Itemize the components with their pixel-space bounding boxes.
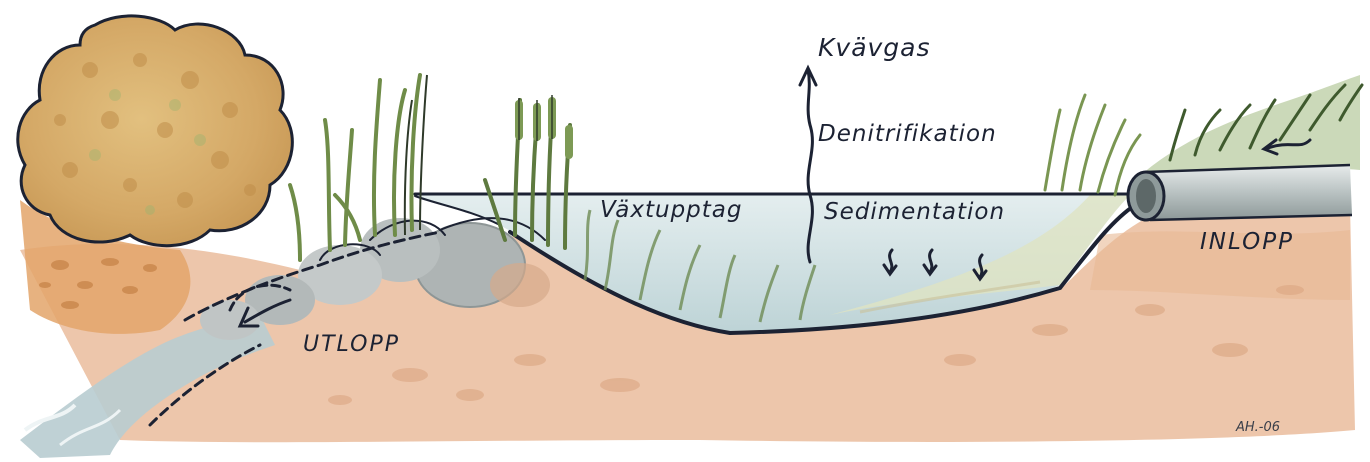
inlet-pipe: [1128, 165, 1352, 220]
denitrification-label: Denitrifikation: [818, 121, 997, 147]
reeds-right: [1045, 95, 1140, 195]
outlet-label: UTLOPP: [303, 332, 400, 357]
tree: [18, 16, 293, 246]
nitrogen-gas-label: Kvävgas: [818, 33, 931, 62]
plant-uptake-label: Växtupptag: [600, 197, 742, 223]
artist-signature: AH.-06: [1236, 420, 1280, 435]
inlet-label: INLOPP: [1200, 229, 1294, 255]
sedimentation-label: Sedimentation: [824, 199, 1005, 225]
